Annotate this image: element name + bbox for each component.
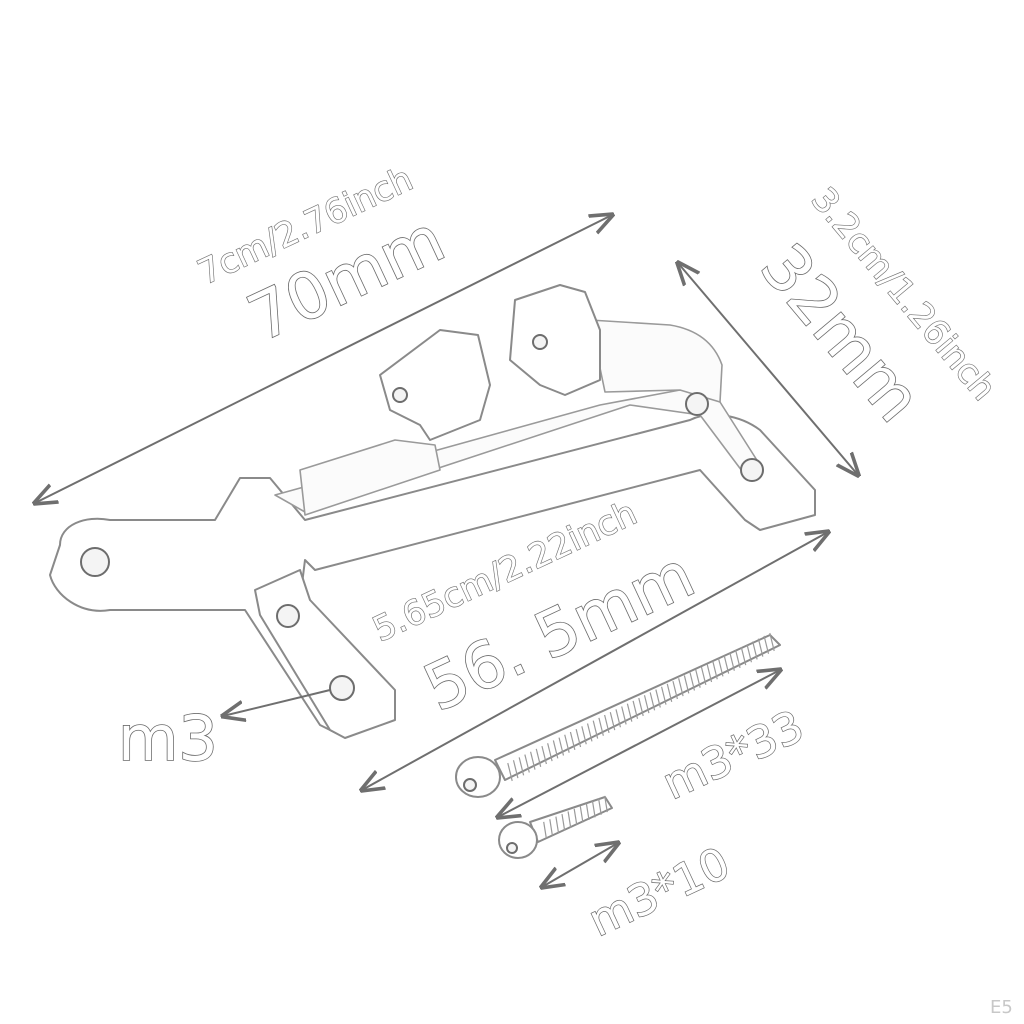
short-screw	[498, 795, 613, 859]
height-mm-label: 32mm	[746, 231, 935, 436]
long-screw-label: m3*33	[655, 701, 811, 810]
bracket-right-post	[509, 284, 601, 396]
short-screw-thread	[549, 819, 553, 836]
m3-threaded-hole-4	[740, 458, 764, 482]
bracket-rear-rail	[589, 319, 723, 403]
thread-size-label: m3	[118, 702, 218, 775]
m3-threaded-hole-2	[329, 675, 355, 701]
bracket-left-post	[379, 329, 491, 441]
short-screw-label: m3*10	[581, 838, 737, 947]
right-post-hole	[532, 334, 548, 350]
height-dimension-arrow	[678, 263, 858, 475]
corner-code: E5	[990, 997, 1013, 1018]
short-screw-dimension-arrow	[542, 843, 618, 887]
long-screw-hex-socket	[463, 778, 477, 792]
long-screw-dimension-arrow	[498, 670, 780, 817]
long-screw-head	[455, 756, 501, 798]
length-dimension-arrow	[35, 215, 612, 503]
short-screw-head	[498, 821, 538, 859]
short-screw-thread	[543, 821, 547, 839]
m3-pointer-arrow	[223, 689, 331, 716]
inner-dimension-arrow	[362, 532, 828, 790]
bracket-end-hole	[80, 547, 110, 577]
m3-threaded-hole-3	[685, 392, 709, 416]
m3-threaded-hole-1	[276, 604, 300, 628]
left-post-hole	[392, 387, 408, 403]
short-screw-hex-socket	[506, 842, 518, 854]
